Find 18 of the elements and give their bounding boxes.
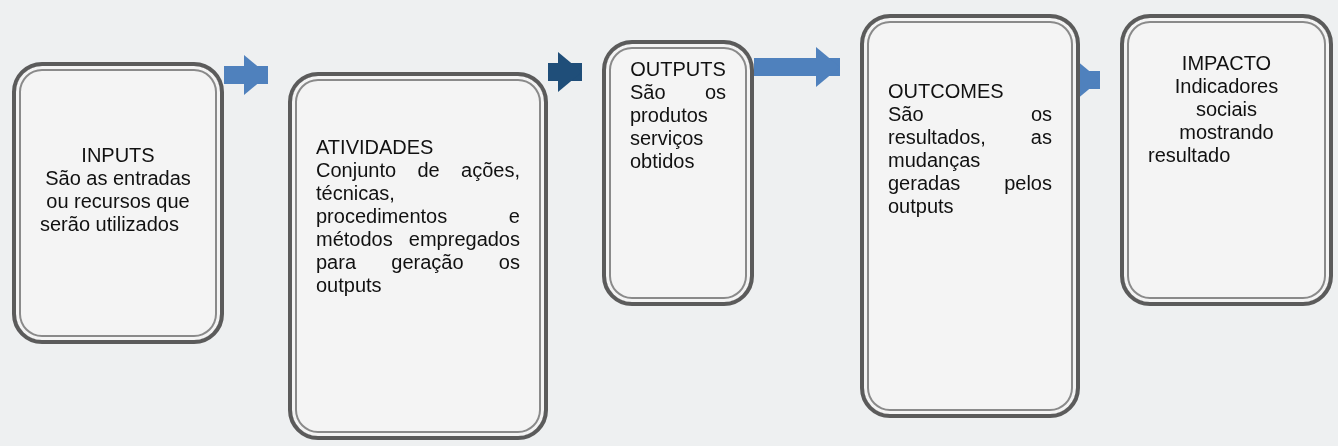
- block-arrow: [224, 55, 268, 95]
- process-box: [602, 40, 754, 306]
- block-arrow: [754, 47, 840, 87]
- process-box: [12, 62, 224, 344]
- box-description: Indicadores sociais mostrando resultado: [1148, 75, 1280, 167]
- process-box: [860, 14, 1080, 418]
- box-description: São os produtos serviços obtidos: [630, 81, 726, 173]
- block-arrow: [548, 52, 582, 92]
- box-description: São as entradas ou recursos que serão utilizados: [40, 167, 192, 236]
- process-box: [1120, 14, 1333, 306]
- process-box: [288, 72, 548, 440]
- box-heading: INPUTS: [80, 144, 156, 167]
- box-heading: ATIVIDADES: [316, 136, 435, 159]
- box-heading: OUTCOMES: [888, 80, 1005, 103]
- box-description: São os resultados, as mudanças geradas pelos outputs: [888, 103, 1052, 218]
- box-description: Conjunto de ações, técnicas, procedimentos e métodos empregados para geração os outputs: [316, 159, 520, 297]
- box-heading: OUTPUTS: [630, 58, 726, 81]
- box-heading: IMPACTO: [1180, 52, 1273, 75]
